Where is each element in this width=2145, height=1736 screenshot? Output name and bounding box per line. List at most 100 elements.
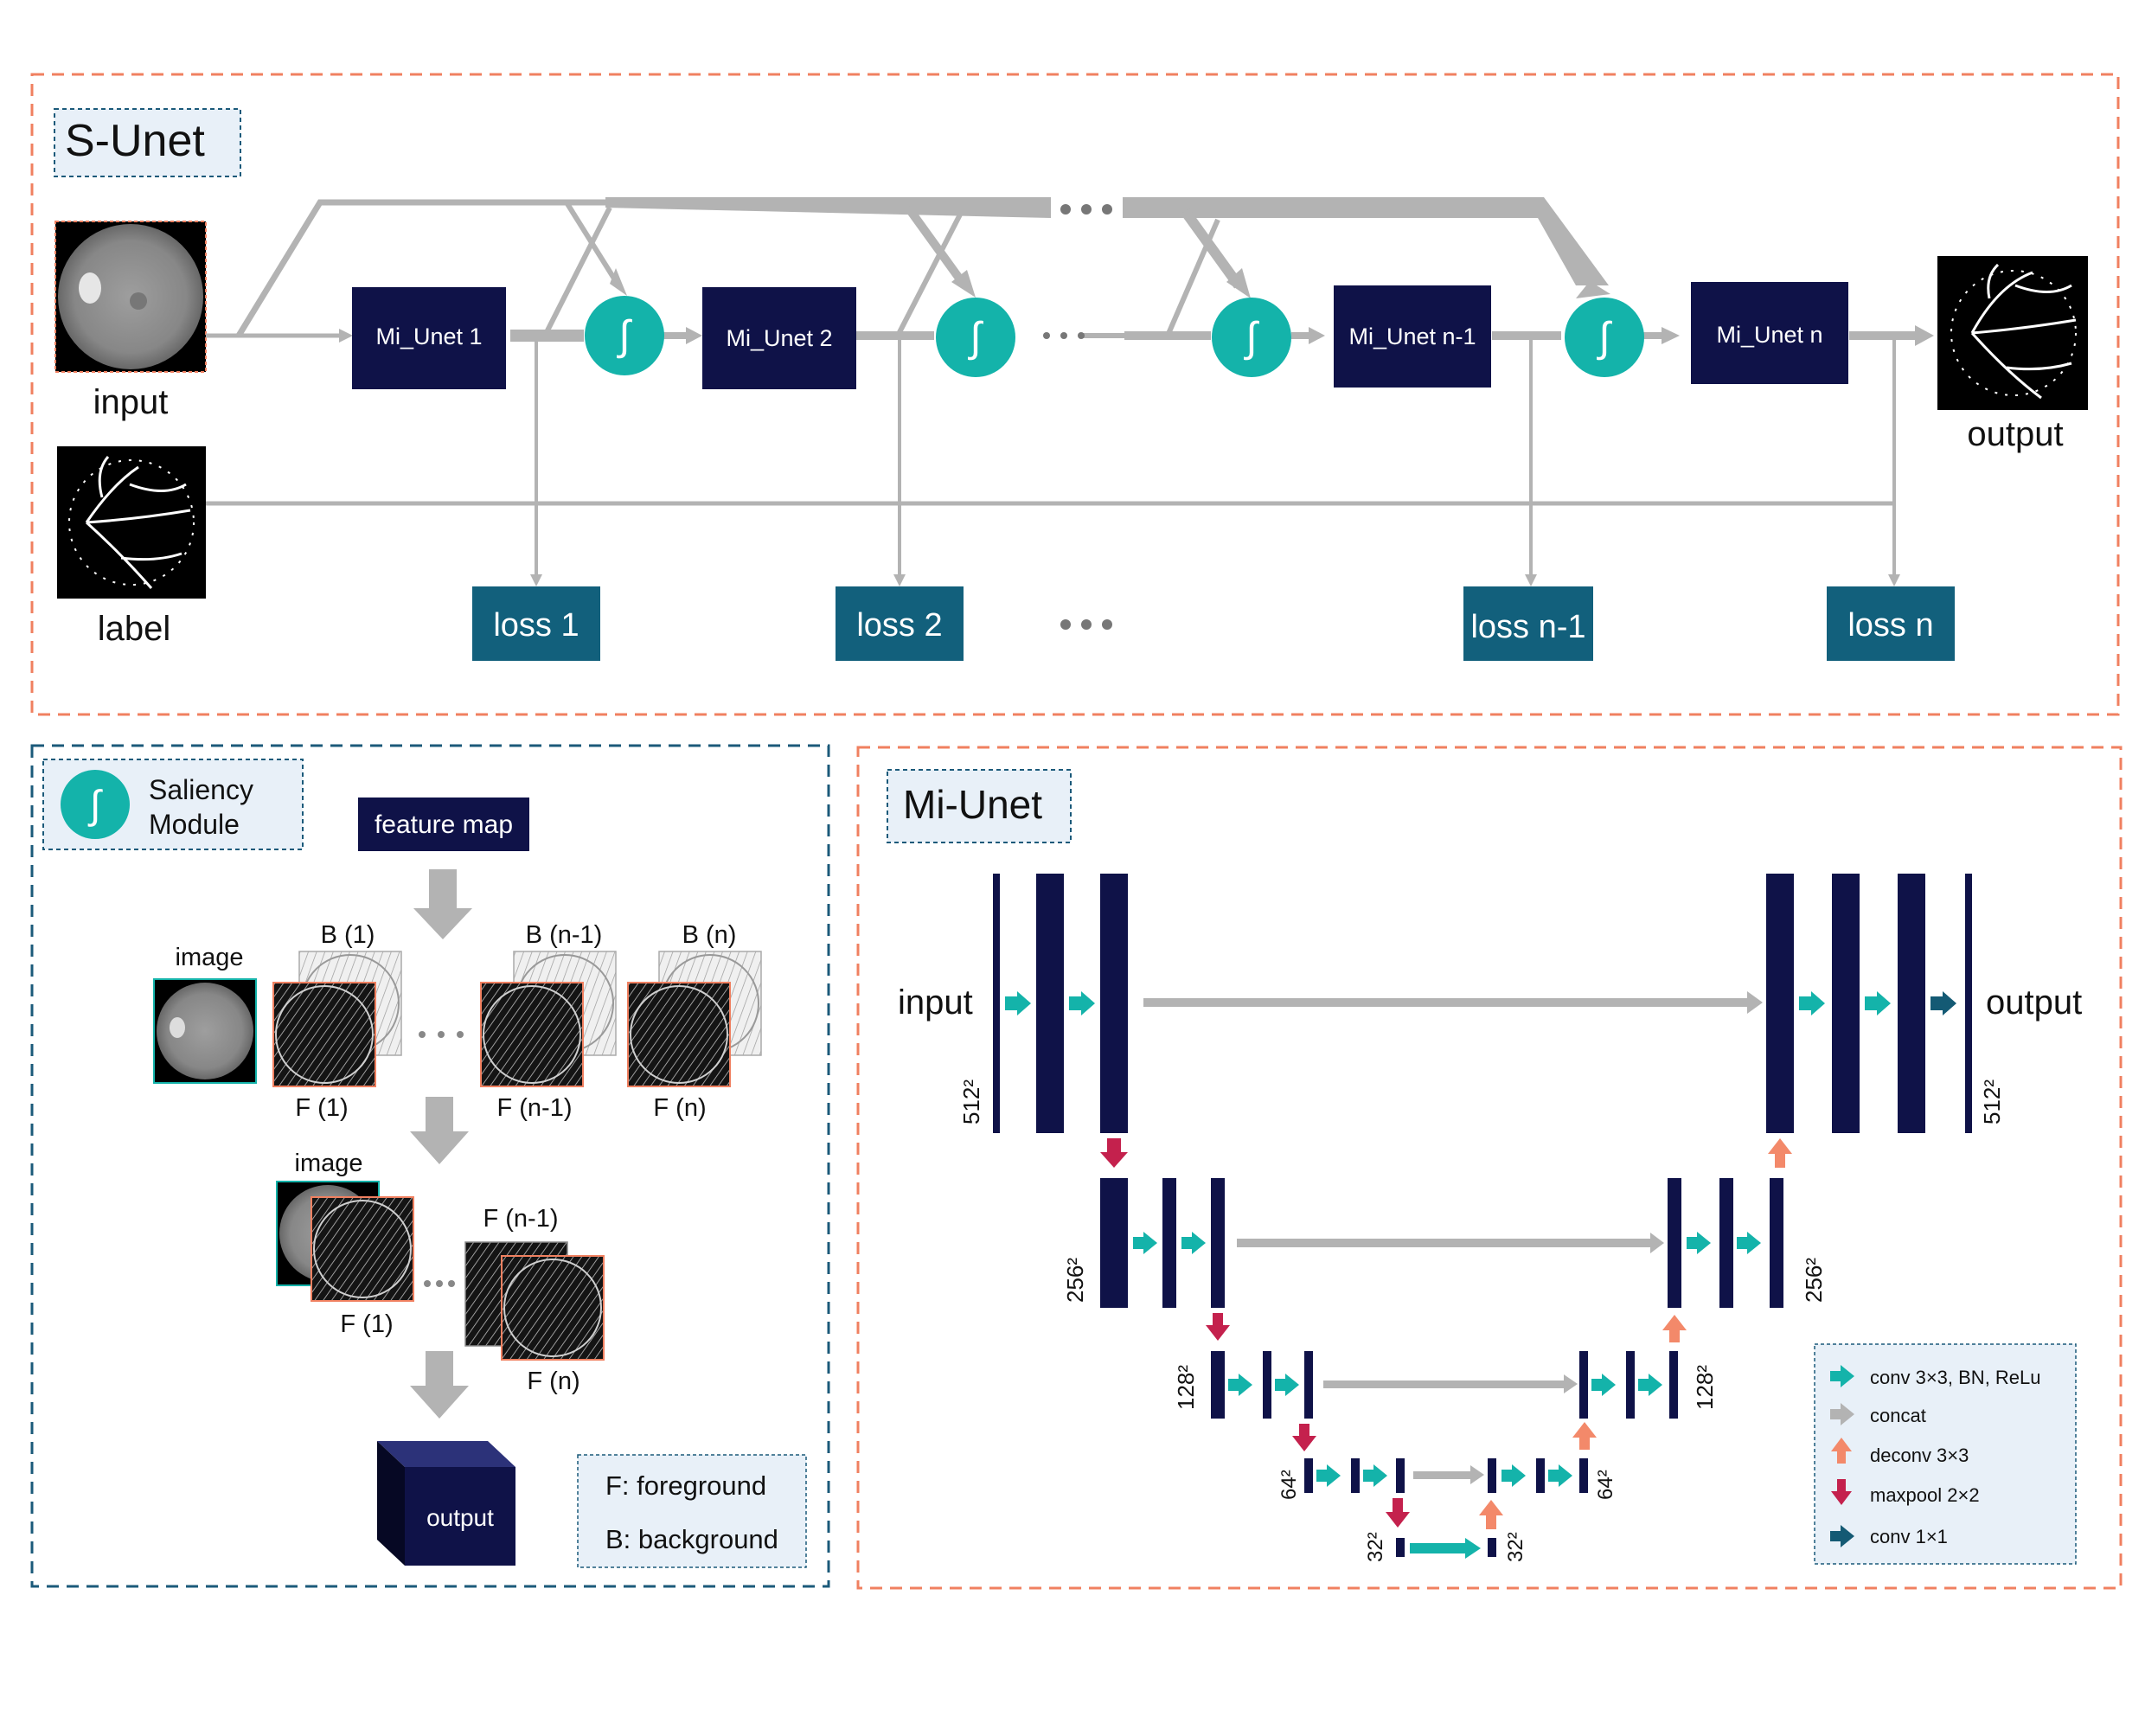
legend-deconv: deconv 3×3 bbox=[1870, 1445, 1969, 1466]
legend-conv3x3: conv 3×3, BN, ReLu bbox=[1870, 1367, 2041, 1388]
label-f1: F (1) bbox=[295, 1094, 348, 1122]
mi-unet-concat-arrows bbox=[1143, 991, 1763, 1484]
saliency-node-1: ∫ bbox=[585, 296, 664, 375]
loss-box-n-1: loss n-1 bbox=[1463, 586, 1593, 661]
saliency-symbol-circle bbox=[61, 770, 130, 839]
mi-unet-border bbox=[856, 746, 2123, 1590]
saliency-down-arrows bbox=[410, 869, 472, 1419]
svg-text:loss 1: loss 1 bbox=[493, 607, 579, 644]
darkteal-arrow-icon bbox=[1830, 1525, 1854, 1547]
mi-unet-feature-bars bbox=[993, 874, 1972, 1557]
svg-text:loss 2: loss 2 bbox=[856, 607, 942, 644]
mi-unet-maxpool-arrows bbox=[1100, 1138, 1410, 1528]
stage1-image-label: image bbox=[176, 944, 244, 971]
svg-text:feature map: feature map bbox=[375, 810, 513, 839]
fn1-map bbox=[480, 982, 584, 1087]
saliency-module-panel: ∫ Saliency Module feature map image B (1… bbox=[30, 744, 830, 1588]
legend-background: B: background bbox=[605, 1524, 778, 1554]
mi-unet-block-n: Mi_Unet n bbox=[1691, 282, 1848, 384]
mi-unet-deconv-arrows bbox=[1479, 1138, 1792, 1529]
svg-text:∫: ∫ bbox=[967, 315, 983, 361]
res-128-right: 128² bbox=[1692, 1365, 1718, 1410]
stage2-ellipsis bbox=[424, 1280, 455, 1287]
saliency-node-2: ∫ bbox=[936, 298, 1015, 377]
label-bn: B (n) bbox=[682, 921, 737, 949]
saliency-symbol: ∫ bbox=[87, 782, 103, 827]
saliency-title-line1: Saliency bbox=[149, 774, 253, 805]
res-32-right: 32² bbox=[1504, 1532, 1527, 1562]
stage2-label-f1: F (1) bbox=[340, 1310, 393, 1338]
saliency-output-cube: output bbox=[377, 1441, 515, 1566]
stage2-label-fn1: F (n-1) bbox=[483, 1205, 559, 1233]
mi-unet-title: Mi-Unet bbox=[903, 782, 1042, 827]
crimson-down-arrow-icon bbox=[1831, 1479, 1852, 1505]
orange-up-arrow-icon bbox=[1831, 1438, 1852, 1464]
legend-maxpool: maxpool 2×2 bbox=[1870, 1484, 1980, 1506]
loss-box-1: loss 1 bbox=[472, 586, 600, 661]
sunet-label-image bbox=[57, 446, 206, 599]
stage2-label-fn: F (n) bbox=[527, 1368, 579, 1395]
teal-arrow-icon bbox=[1830, 1365, 1854, 1387]
sunet-output-image bbox=[1937, 256, 2088, 410]
gray-arrow-icon bbox=[1830, 1403, 1854, 1425]
svg-text:output: output bbox=[426, 1504, 494, 1531]
mi-unet-legend: conv 3×3, BN, ReLu concat deconv 3×3 max… bbox=[1814, 1343, 2077, 1565]
feature-map-box: feature map bbox=[358, 798, 529, 851]
stage2-image-label: image bbox=[295, 1150, 363, 1177]
mi-unet-block-2: Mi_Unet 2 bbox=[702, 287, 856, 389]
mi-unet-panel: Mi-Unet input output bbox=[856, 746, 2123, 1590]
sunet-input-label: input bbox=[93, 383, 169, 421]
mi-unet-conv-arrows bbox=[1005, 991, 1891, 1559]
stage1-image bbox=[153, 978, 257, 1084]
res-256-left: 256² bbox=[1062, 1258, 1088, 1303]
stage2-fn-map bbox=[501, 1255, 605, 1361]
svg-text:Mi_Unet 2: Mi_Unet 2 bbox=[726, 325, 832, 351]
res-32-left: 32² bbox=[1364, 1532, 1387, 1562]
label-bn1: B (n-1) bbox=[526, 921, 603, 949]
res-64-right: 64² bbox=[1594, 1470, 1617, 1500]
svg-text:Mi_Unet n: Mi_Unet n bbox=[1716, 322, 1822, 348]
f1-map bbox=[272, 982, 376, 1087]
res-256-right: 256² bbox=[1801, 1258, 1827, 1303]
s-unet-border bbox=[30, 73, 2120, 716]
svg-text:Mi_Unet 1: Mi_Unet 1 bbox=[375, 323, 482, 349]
res-512-left: 512² bbox=[958, 1079, 984, 1124]
sunet-input-image bbox=[54, 221, 207, 373]
svg-text:∫: ∫ bbox=[1596, 315, 1612, 361]
res-512-right: 512² bbox=[1979, 1079, 2005, 1124]
loss-box-n: loss n bbox=[1827, 586, 1955, 661]
s-unet-title-box bbox=[54, 108, 241, 177]
stage2-f1-map bbox=[311, 1196, 414, 1302]
svg-text:∫: ∫ bbox=[1243, 315, 1259, 361]
mi-unet-block-1: Mi_Unet 1 bbox=[352, 287, 506, 389]
svg-text:loss n: loss n bbox=[1847, 607, 1933, 644]
mi-unet-title-box bbox=[887, 769, 1072, 843]
label-fn1: F (n-1) bbox=[497, 1094, 573, 1122]
sunet-connectors bbox=[206, 197, 1934, 586]
res-64-left: 64² bbox=[1277, 1470, 1301, 1500]
legend-concat: concat bbox=[1870, 1405, 1926, 1426]
mi-unet-block-n-1: Mi_Unet n-1 bbox=[1334, 285, 1491, 388]
sunet-label-label: label bbox=[98, 610, 171, 648]
fn-map bbox=[627, 982, 731, 1087]
mi-unet-output-label: output bbox=[1986, 983, 2082, 1022]
label-fn: F (n) bbox=[653, 1094, 706, 1122]
mi-unet-conv1x1-arrow bbox=[1930, 991, 1956, 1015]
saliency-border bbox=[30, 744, 830, 1588]
loss-box-2: loss 2 bbox=[836, 586, 964, 661]
stage1-ellipsis bbox=[419, 1031, 464, 1038]
s-unet-panel: S-Unet input label output bbox=[30, 73, 2120, 716]
saliency-title-line2: Module bbox=[149, 809, 240, 840]
svg-text:loss n-1: loss n-1 bbox=[1470, 609, 1585, 645]
fb-legend: F: foreground B: background bbox=[577, 1454, 807, 1568]
saliency-node-3: ∫ bbox=[1212, 298, 1291, 377]
s-unet-title: S-Unet bbox=[65, 116, 205, 166]
legend-conv1x1: conv 1×1 bbox=[1870, 1526, 1948, 1547]
res-128-left: 128² bbox=[1173, 1365, 1199, 1410]
svg-text:Mi_Unet n-1: Mi_Unet n-1 bbox=[1348, 323, 1476, 349]
legend-foreground: F: foreground bbox=[605, 1470, 766, 1501]
sunet-output-label: output bbox=[1967, 415, 2063, 453]
mi-unet-input-label: input bbox=[898, 983, 973, 1022]
label-b1: B (1) bbox=[321, 921, 375, 949]
